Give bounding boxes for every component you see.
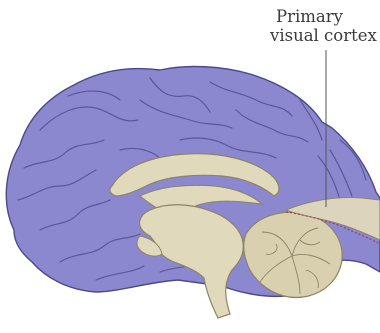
callout-label-visual-cortex: visual cortex (270, 26, 377, 45)
callout-label-primary: Primary (276, 7, 343, 26)
